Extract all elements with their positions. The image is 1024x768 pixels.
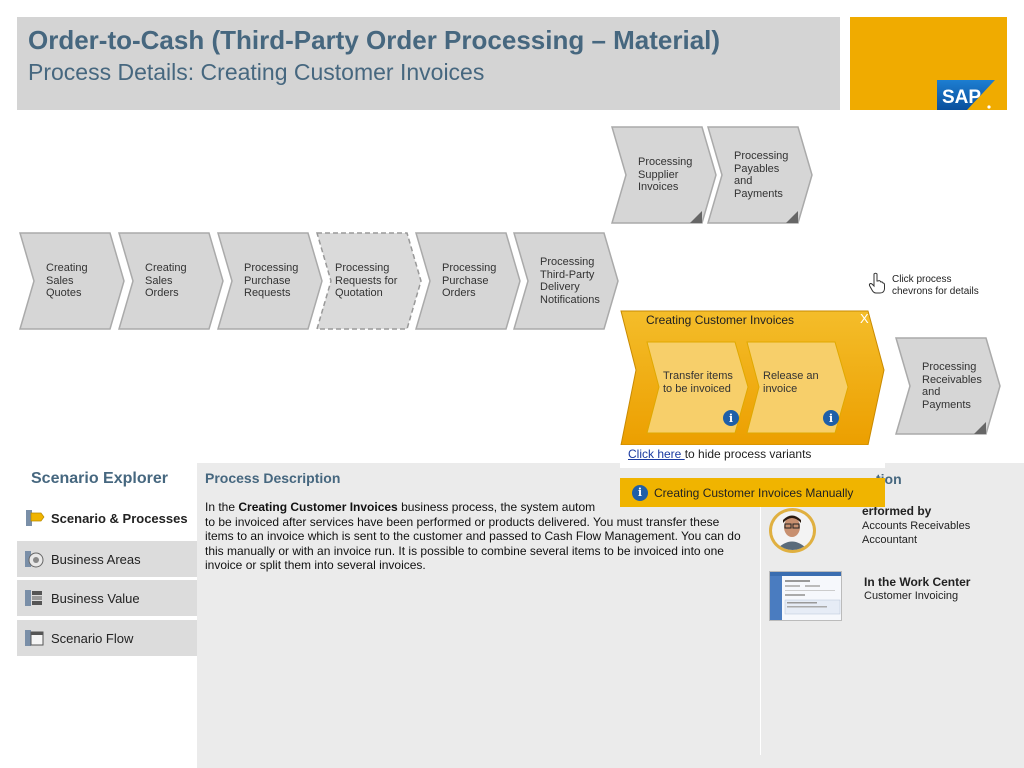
description-title: Process Description [205, 470, 341, 486]
close-icon[interactable]: X [860, 311, 869, 326]
business-value-icon [25, 590, 42, 606]
info-icon[interactable]: i [723, 410, 739, 426]
explorer-item-label: Business Value [51, 590, 140, 606]
chevron-shape [19, 232, 125, 330]
variant-label: Creating Customer Invoices Manually [654, 485, 854, 500]
chevron-shape [118, 232, 224, 330]
work-center-value: Customer Invoicing [864, 590, 959, 602]
description-bold: Creating Customer Invoices [238, 500, 398, 514]
hand-pointer-icon [868, 272, 885, 294]
description-text: In the Creating Customer Invoices busine… [205, 500, 750, 573]
business-areas-icon [25, 551, 44, 568]
chevron-shape [217, 232, 323, 330]
explorer-item-scenario-processes[interactable]: Scenario & Processes [17, 500, 197, 537]
work-center-thumbnail[interactable] [769, 571, 842, 621]
chevron-shape [611, 126, 717, 224]
variant-chevron-shape [746, 341, 849, 434]
explorer-item-scenario-flow[interactable]: Scenario Flow [17, 620, 197, 657]
page-title: Order-to-Cash (Third-Party Order Process… [28, 25, 721, 55]
person-icon [772, 511, 813, 550]
explorer-item-label: Scenario Flow [51, 630, 134, 646]
chevron-shape [895, 337, 1001, 435]
info-icon: i [632, 484, 648, 501]
panel-divider [760, 485, 761, 755]
explorer-item-business-value[interactable]: Business Value [17, 580, 197, 617]
explorer-item-label: Scenario & Processes [51, 510, 188, 526]
chevron-shape [707, 126, 813, 224]
chevron-shape [415, 232, 521, 330]
chevron-shape [316, 232, 422, 330]
svg-text:SAP: SAP [942, 87, 981, 108]
scenario-flow-icon [25, 630, 44, 646]
variant-chevron-shape [646, 341, 749, 434]
hide-variants-text: to hide process variants [684, 447, 812, 461]
scenario-explorer-title: Scenario Explorer [31, 470, 168, 487]
popup-title: Creating Customer Invoices [646, 313, 795, 327]
performer-avatar [769, 508, 816, 553]
description-line1-rest: business process, the system autom [397, 500, 596, 514]
explorer-item-label: Business Areas [51, 551, 141, 567]
sap-logo: SAP [937, 80, 995, 110]
page-subtitle: Process Details: Creating Customer Invoi… [28, 59, 485, 85]
scenario-processes-icon [26, 510, 45, 526]
screenshot-thumbnail-icon [770, 572, 841, 620]
hide-variants-row: Click here to hide process variants [628, 447, 811, 461]
description-panel [197, 463, 1024, 768]
chevron-shape [513, 232, 619, 330]
click-here-link[interactable]: Click here [628, 447, 685, 461]
info-icon[interactable]: i [823, 410, 839, 426]
brand-panel: SAP [850, 17, 1007, 110]
work-center-label: In the Work Center [864, 575, 971, 589]
variant-creating-customer-invoices-manually[interactable]: i Creating Customer Invoices Manually [620, 478, 885, 507]
explorer-item-business-areas[interactable]: Business Areas [17, 541, 197, 578]
page-header: Order-to-Cash (Third-Party Order Process… [17, 17, 840, 110]
description-prefix: In the [205, 500, 239, 514]
description-remaining: to be invoiced after services have been … [205, 514, 741, 573]
performed-by-label: erformed by [862, 504, 932, 518]
